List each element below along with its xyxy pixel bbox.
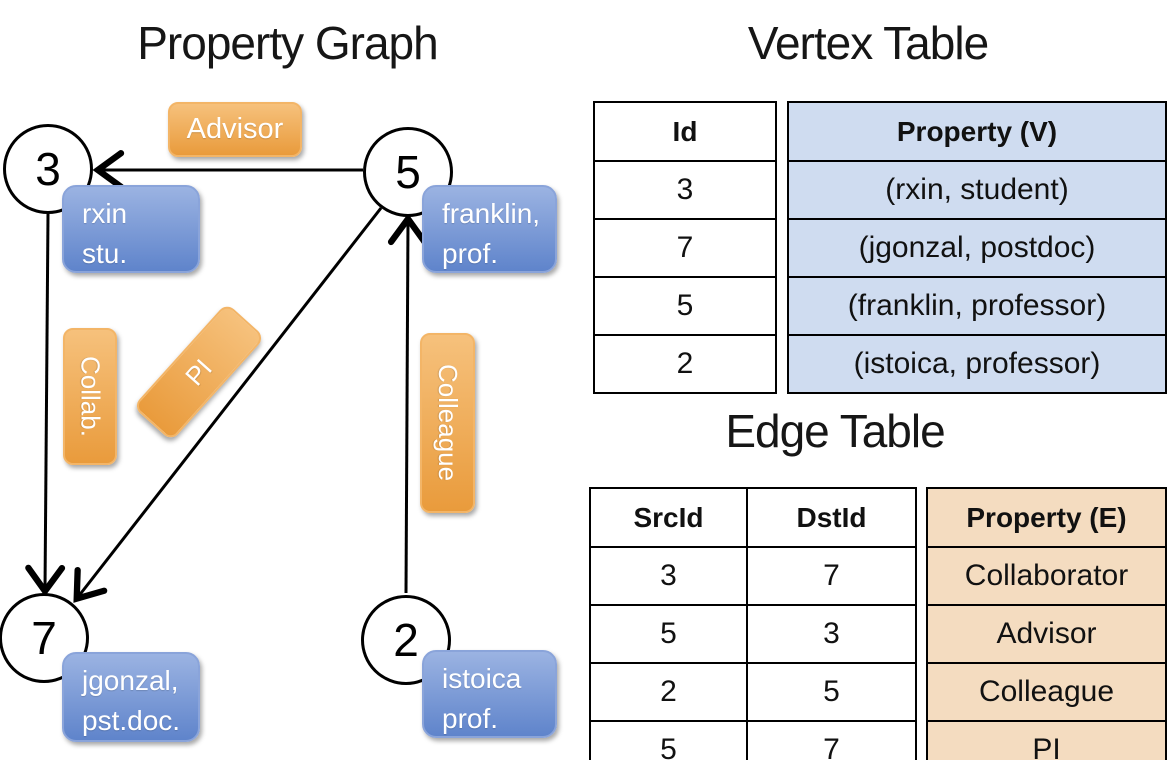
edge-table-property-cell: PI (926, 720, 1167, 760)
vertex-table-property-header: Property (V) (787, 101, 1167, 162)
vertex-table-property-cell: (rxin, student) (787, 160, 1167, 220)
vertex-card-line: pst.doc. (82, 704, 181, 736)
edge-table-dst-cell: 5 (746, 662, 917, 722)
vertex-card-line: jgonzal, (82, 665, 179, 696)
vertex-table-id-header: Id (593, 101, 777, 162)
vertex-table-id-cell: 2 (593, 334, 777, 394)
vertex-card-rxin: rxin stu. (62, 185, 200, 273)
edge-table-property-column: Property (E) Collaborator Advisor Collea… (926, 487, 1167, 760)
vertex-table-title: Vertex Table (747, 17, 989, 69)
edge-3-to-7 (25, 213, 66, 597)
edge-2-to-5 (387, 213, 428, 594)
property-graph-title: Property Graph (137, 17, 438, 69)
edge-label-collab: Collab. (63, 328, 117, 465)
edge-table-src-cell: 3 (589, 546, 748, 606)
vertex-table-id-cell: 5 (593, 276, 777, 336)
vertex-card-jgonzal: jgonzal, pst.doc. (62, 652, 200, 742)
vertex-card-line: istoica (442, 663, 522, 694)
vertex-table-property-cell: (istoica, professor) (787, 334, 1167, 394)
vertex-table-id-cell: 7 (593, 218, 777, 278)
edge-table-property-cell: Advisor (926, 604, 1167, 664)
edge-table-dst-cell: 3 (746, 604, 917, 664)
edge-table-property-cell: Colleague (926, 662, 1167, 722)
edge-table-property-cell: Collaborator (926, 546, 1167, 606)
edge-label-advisor: Advisor (168, 102, 302, 157)
edge-table-property-header: Property (E) (926, 487, 1167, 548)
edge-table-src-cell: 5 (589, 720, 748, 760)
vertex-table-property-cell: (franklin, professor) (787, 276, 1167, 336)
vertex-table-id-column: Id 3 7 5 2 (593, 101, 777, 394)
edge-label-colleague: Colleague (420, 333, 475, 513)
vertex-card-line: franklin, (442, 198, 541, 229)
edge-table-id-columns: SrcId DstId 3 7 5 3 2 5 5 7 (589, 487, 917, 760)
edge-table-dst-header: DstId (746, 487, 917, 548)
vertex-card-line: prof. (442, 237, 499, 269)
edge-table-dst-cell: 7 (746, 546, 917, 606)
edge-table-src-cell: 2 (589, 662, 748, 722)
vertex-card-istoica: istoica prof. (422, 650, 557, 738)
vertex-table-property-column: Property (V) (rxin, student) (jgonzal, p… (787, 101, 1167, 394)
vertex-card-line: stu. (82, 237, 128, 269)
edge-table-src-header: SrcId (589, 487, 748, 548)
graph-node-3: 3 (3, 124, 93, 214)
edge-label-pi: PI (132, 302, 266, 442)
vertex-card-line: rxin (82, 198, 128, 229)
graph-node-5: 5 (363, 127, 453, 217)
edge-table-dst-cell: 7 (746, 720, 917, 760)
vertex-table-property-cell: (jgonzal, postdoc) (787, 218, 1167, 278)
edge-table-src-cell: 5 (589, 604, 748, 664)
vertex-card-franklin: franklin, prof. (422, 185, 557, 273)
vertex-table-id-cell: 3 (593, 160, 777, 220)
vertex-card-line: prof. (442, 702, 499, 734)
edge-table-title: Edge Table (725, 405, 945, 457)
